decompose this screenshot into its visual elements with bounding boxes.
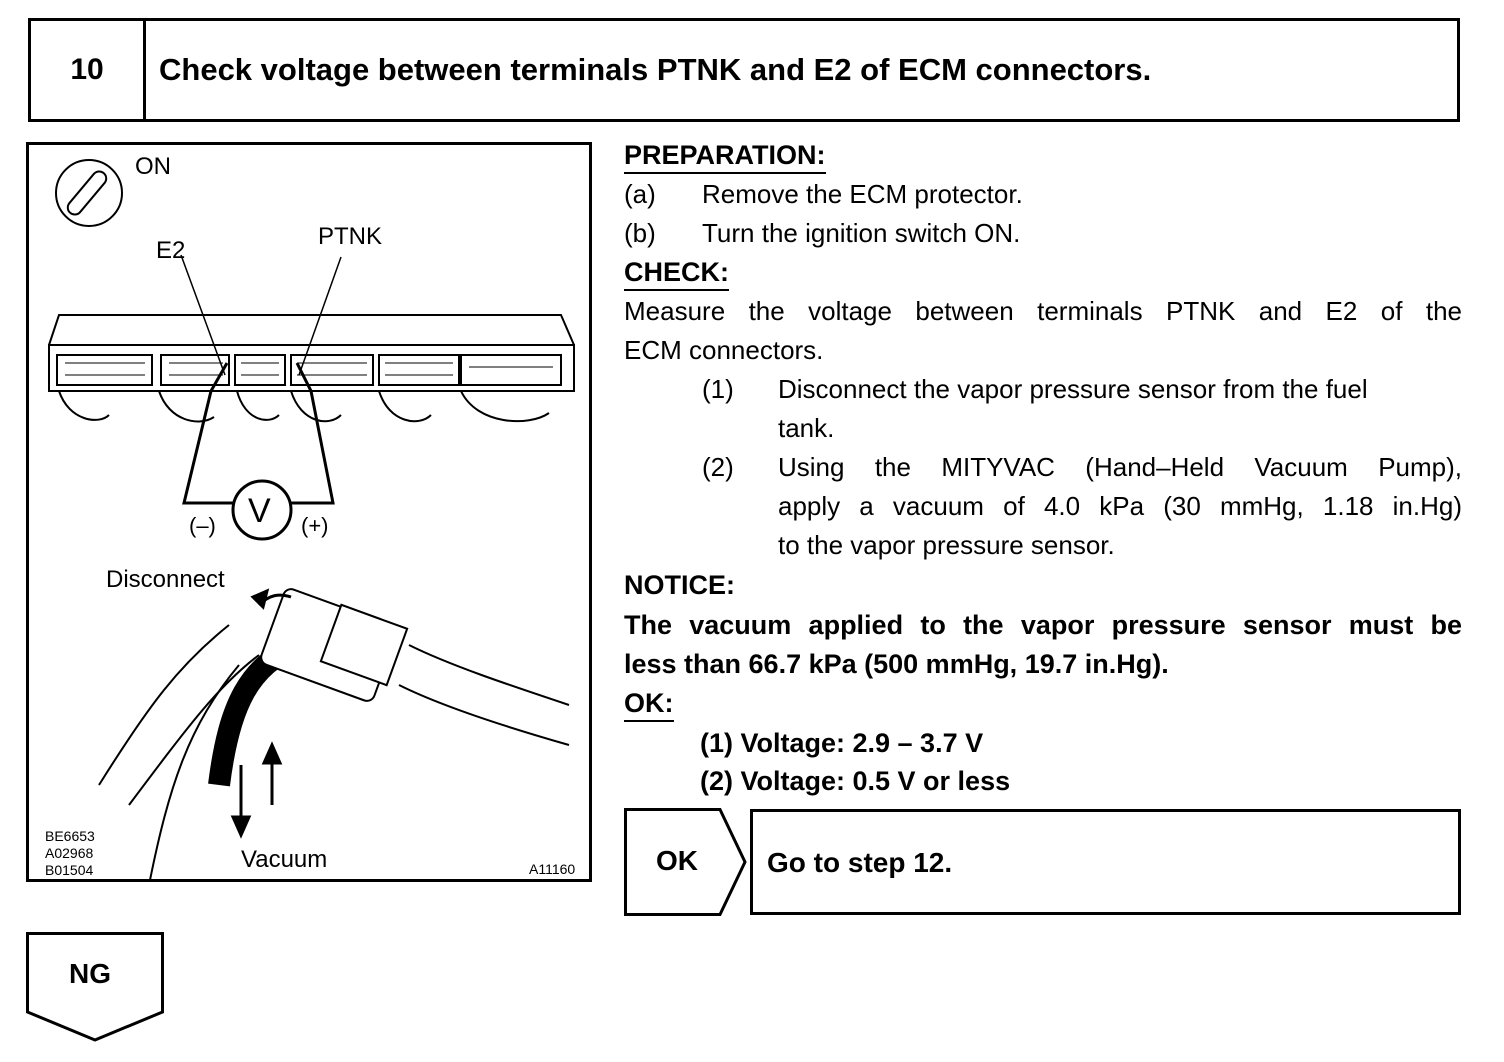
ok-result-box: Go to step 12. [750, 809, 1461, 915]
step-number: 10 [31, 21, 146, 119]
ok-result-text: Go to step 12. [767, 847, 953, 878]
terminal-ptnk-label: PTNK [318, 223, 383, 250]
notice-heading: NOTICE: [624, 570, 735, 600]
check-step-line: to the vapor pressure sensor. [778, 530, 1115, 560]
check-step-line: apply a vacuum of 4.0 kPa (30 mmHg, 1.18… [778, 491, 1462, 521]
negative-lead-label: (–) [189, 513, 216, 538]
ok-spec-item: (1) Voltage: 2.9 – 3.7 V [700, 728, 984, 758]
ng-tag-label: NG [69, 958, 111, 989]
check-step-marker: (1) [702, 374, 734, 404]
ok-spec-heading: OK: [624, 688, 674, 722]
step-title: Check voltage between terminals PTNK and… [159, 52, 1152, 87]
ok-branch-tag: OK [624, 808, 748, 916]
ignition-key-icon [55, 159, 123, 227]
ignition-on-label: ON [135, 153, 171, 180]
notice-line: The vacuum applied to the vapor pressure… [624, 610, 1462, 640]
wiring-figure: ON E2 PTNK V (–) (+) Disconnect Vacuum B… [26, 142, 592, 882]
check-intro-line: Measure the voltage between terminals PT… [624, 296, 1462, 326]
prep-marker: (a) [624, 179, 656, 209]
figure-code: B01504 [45, 862, 94, 878]
check-step-line: Disconnect the vapor pressure sensor fro… [778, 374, 1368, 404]
prep-step-text: Remove the ECM protector. [702, 179, 1023, 209]
disconnect-label: Disconnect [106, 566, 225, 593]
check-intro-line: ECM connectors. [624, 335, 824, 365]
ok-spec-item: (2) Voltage: 0.5 V or less [700, 766, 1011, 796]
figure-id: A11160 [529, 861, 576, 877]
check-step-line: tank. [778, 413, 835, 443]
check-heading: CHECK: [624, 257, 729, 291]
ecm-connector-illustration [48, 159, 575, 879]
preparation-heading: PREPARATION: [624, 140, 826, 174]
ecm-connector-block [48, 314, 575, 423]
voltmeter-symbol: V [248, 492, 271, 530]
prep-marker: (b) [624, 218, 656, 248]
ng-branch-tag: NG [26, 932, 164, 1042]
notice-line: less than 66.7 kPa (500 mmHg, 19.7 in.Hg… [624, 649, 1169, 679]
prep-step-text: Turn the ignition switch ON. [702, 218, 1021, 248]
positive-lead-label: (+) [301, 513, 329, 538]
terminal-e2-label: E2 [156, 237, 186, 264]
voltmeter-icon [231, 479, 293, 541]
ok-tag-label: OK [656, 845, 698, 876]
step-header: 10 Check voltage between terminals PTNK … [28, 18, 1460, 122]
vacuum-label: Vacuum [241, 846, 328, 873]
figure-code: A02968 [45, 845, 94, 861]
figure-code: BE6653 [45, 828, 95, 844]
check-step-line: Using the MITYVAC (Hand–Held Vacuum Pump… [778, 452, 1462, 482]
check-step-marker: (2) [702, 452, 734, 482]
